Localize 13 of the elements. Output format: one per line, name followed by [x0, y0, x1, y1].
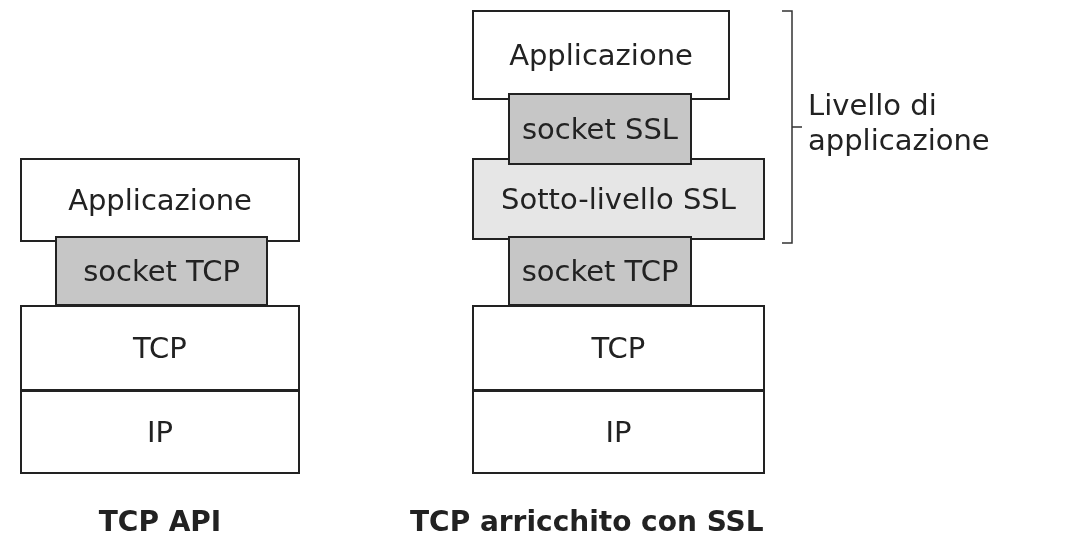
- sublayer-box: Sotto-livello SSL: [472, 158, 765, 240]
- diagram-caption: TCP arricchito con SSL: [410, 505, 765, 539]
- bracket-label: Livello di applicazione: [808, 88, 991, 158]
- socket-box: socket SSL: [508, 93, 692, 165]
- socket-box: socket TCP: [508, 236, 692, 306]
- diagram-caption: TCP API: [97, 505, 223, 539]
- layer-box: IP: [20, 390, 300, 474]
- socket-box: socket TCP: [55, 236, 268, 306]
- layer-box: IP: [472, 390, 765, 474]
- layer-box: TCP: [472, 305, 765, 391]
- layer-box: Applicazione: [472, 10, 730, 100]
- layer-box: TCP: [20, 305, 300, 391]
- layer-box: Applicazione: [20, 158, 300, 242]
